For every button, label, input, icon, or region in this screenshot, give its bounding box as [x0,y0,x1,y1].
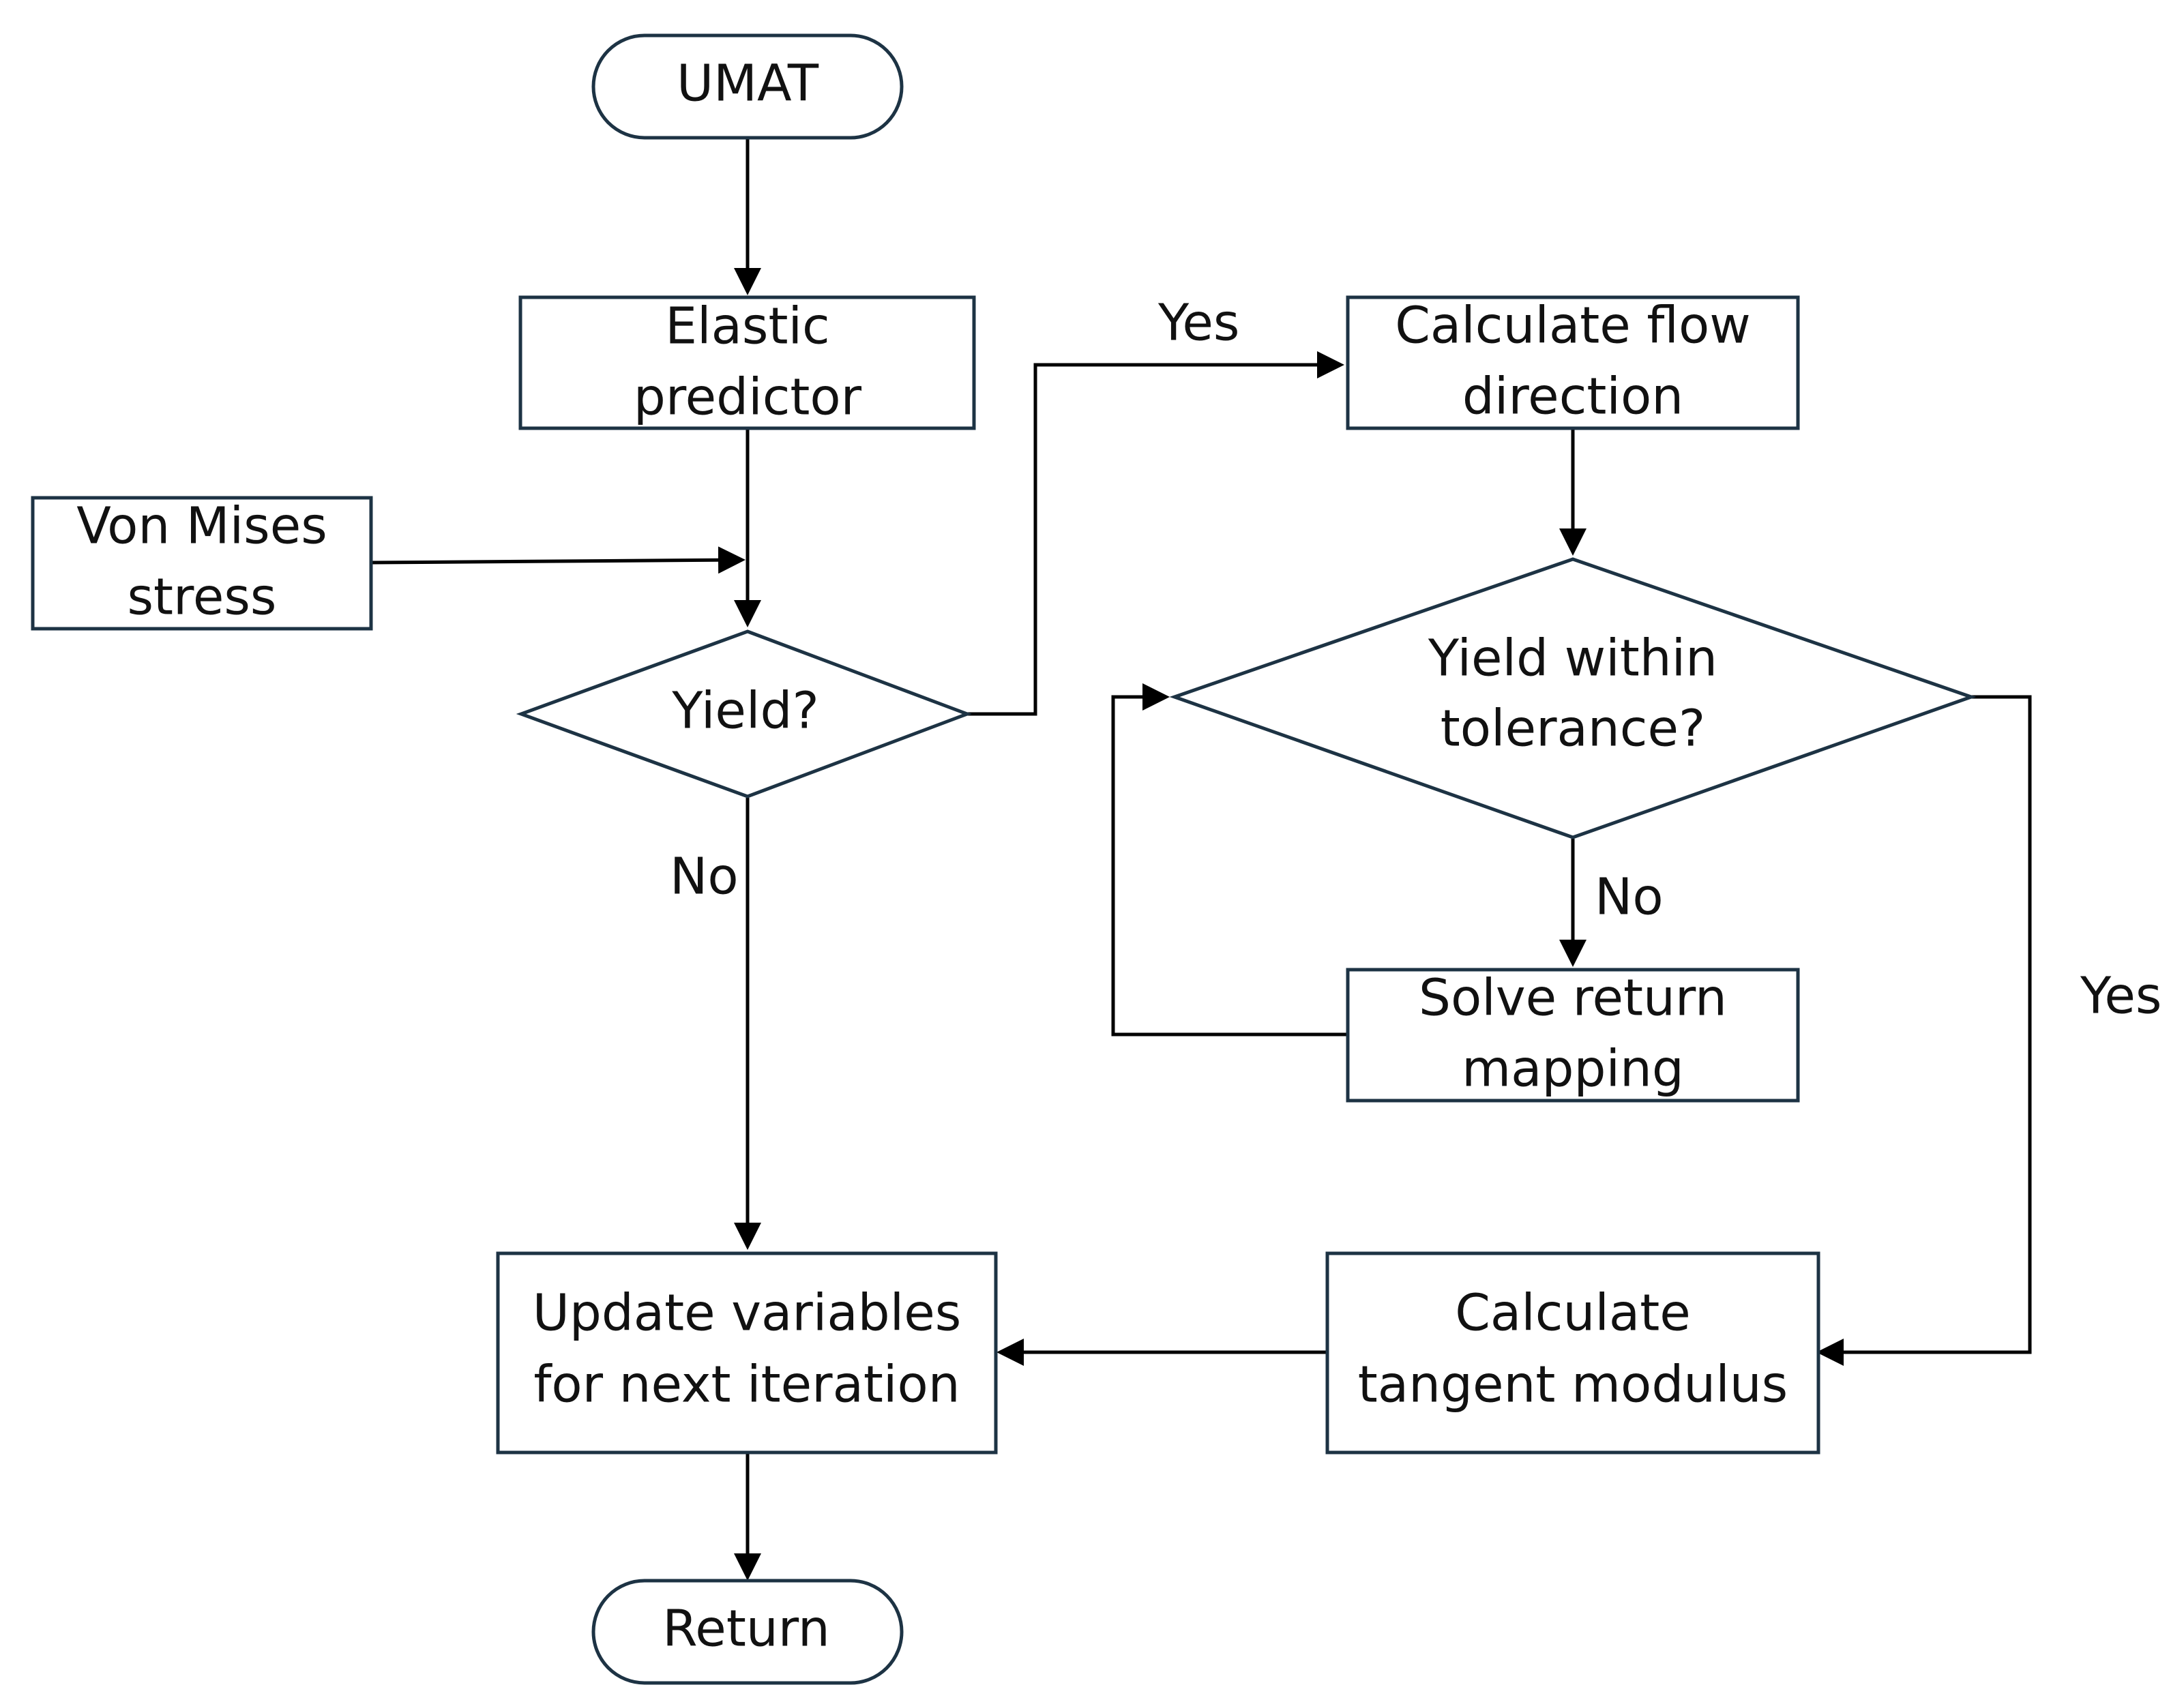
yield-label: Yield? [671,682,818,741]
tangent-modulus-box [1325,1251,1820,1455]
flow-direction-box [1346,295,1800,430]
tangent-label-line1: Calculate [1455,1284,1691,1343]
yield-decision [516,629,973,799]
yield-no-label: No [670,848,739,906]
tangent-label-line2: tangent modulus [1358,1356,1788,1414]
tolerance-yes-label: Yes [2080,967,2161,1026]
return-terminal [591,1579,904,1685]
update-label-line1: Update variables [533,1284,962,1343]
arrow-tolerance-yes-to-tangent [1816,695,2032,1366]
node-shapes [31,33,1977,1685]
tolerance-label-line2: tolerance? [1441,700,1706,758]
returnmap-label-line1: Solve return [1419,969,1727,1028]
yield-yes-label: Yes [1157,294,1239,353]
return-label: Return [662,1600,830,1658]
connectors [371,139,2032,1581]
update-label-line2: for next iteration [533,1356,960,1414]
node-labels: UMAT Elastic predictor Von Mises stress … [76,55,1788,1658]
tolerance-no-label: No [1595,868,1664,927]
update-variables-box [496,1251,998,1455]
flow-label-line2: direction [1462,368,1683,426]
returnmap-label-line2: mapping [1462,1040,1684,1099]
arrow-vonmises-to-main [371,546,746,574]
tolerance-decision [1169,557,1977,839]
edge-labels: Yes No No Yes [670,294,2161,1026]
vonmises-label-line1: Von Mises [76,497,327,556]
umat-label: UMAT [677,55,819,113]
tolerance-label-line1: Yield within [1428,629,1717,688]
elastic-predictor-box [518,295,976,430]
return-mapping-box [1346,968,1800,1103]
elastic-label-line1: Elastic [665,297,829,356]
flow-label-line1: Calculate flow [1395,297,1751,355]
arrow-returnmap-loop-to-tolerance [1111,683,1346,1037]
elastic-label-line2: predictor [634,368,862,427]
von-mises-stress-box [31,496,373,631]
umat-terminal [591,33,904,140]
arrow-yield-yes-to-flow [967,351,1344,716]
vonmises-label-line2: stress [127,568,276,627]
